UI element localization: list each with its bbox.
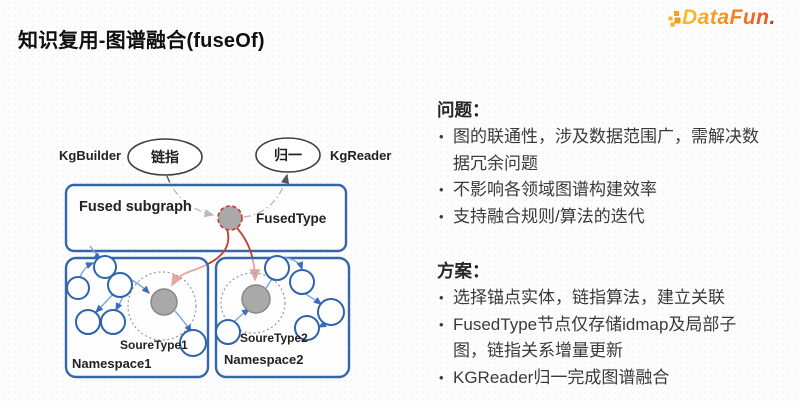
solution-item: FusedType节点仅存储idmap及局部子图，链指关系增量更新: [437, 312, 768, 365]
problems-section: 问题： 图的联通性，涉及数据范围广，需解决数据冗余问题 不影响各领域图谱构建效率…: [437, 97, 768, 230]
anchor-boundary-2: [220, 272, 286, 334]
solution-item: 选择锚点实体，链指算法，建立关联: [437, 285, 768, 312]
solution-item-text: 选择锚点实体，链指算法，建立关联: [453, 288, 725, 307]
logo-period: .: [769, 6, 776, 29]
namespace1-label: Namespace1: [72, 356, 152, 371]
logo-text: DataFun: [682, 6, 770, 29]
soure-type2-label: SoureType2: [240, 331, 308, 345]
soure-type2-node: [241, 284, 271, 314]
fused-type-node: [217, 205, 243, 231]
fused-subgraph-box: [64, 183, 348, 253]
anchor-boundary-1: [127, 271, 197, 341]
soure-type1-label: SoureType1: [120, 338, 188, 352]
problems-heading: 问题：: [437, 100, 490, 120]
kgreader-label: KgReader: [330, 148, 391, 163]
link-ellipse: [127, 138, 203, 176]
solutions-section: 方案： 选择锚点实体，链指算法，建立关联 FusedType节点仅存储idmap…: [437, 258, 768, 391]
page-title: 知识复用-图谱融合(fuseOf): [18, 30, 265, 52]
fused-subgraph-label: Fused subgraph: [79, 199, 192, 215]
problem-item-text: 图的联通性，涉及数据范围广，需解决数据冗余问题: [453, 127, 759, 173]
normalize-ellipse-label: 归一: [274, 147, 302, 163]
problem-item: 支持融合规则/算法的迭代: [437, 204, 768, 231]
fused-type-label: FusedType: [256, 211, 327, 226]
solutions-heading: 方案：: [437, 261, 490, 281]
problems-list: 图的联通性，涉及数据范围广，需解决数据冗余问题 不影响各领域图谱构建效率 支持融…: [437, 124, 768, 230]
namespace2-label: Namespace2: [224, 352, 304, 367]
normalize-ellipse: [255, 137, 321, 173]
datafun-logo: DataFun .: [668, 6, 775, 34]
namespace1-box: [64, 256, 210, 379]
solution-item-text: KGReader归一完成图谱融合: [453, 367, 670, 387]
namespace2-entity-nodes: [215, 255, 345, 345]
link-ellipse-label: 链指: [151, 149, 179, 165]
problem-item-text: 不影响各领域图谱构建效率: [453, 180, 657, 199]
logo-sparkle-icon: [668, 10, 682, 34]
problem-item: 图的联通性，涉及数据范围广，需解决数据冗余问题: [437, 124, 768, 177]
soure-type1-node: [150, 288, 178, 316]
solution-item-text: FusedType节点仅存储idmap及局部子图，链指关系增量更新: [453, 314, 737, 361]
solutions-list: 选择锚点实体，链指算法，建立关联 FusedType节点仅存储idmap及局部子…: [437, 285, 768, 391]
namespace1-entity-nodes: [66, 255, 207, 357]
kgbuilder-label: KgBuilder: [59, 148, 121, 163]
fusion-diagram: KgBuilder 链指 归一 KgReader Fused subgraph …: [59, 137, 391, 379]
problem-item: 不影响各领域图谱构建效率: [437, 177, 768, 204]
solution-item: KGReader归一完成图谱融合: [437, 365, 768, 392]
problem-item-text: 支持融合规则/算法的迭代: [453, 206, 645, 226]
